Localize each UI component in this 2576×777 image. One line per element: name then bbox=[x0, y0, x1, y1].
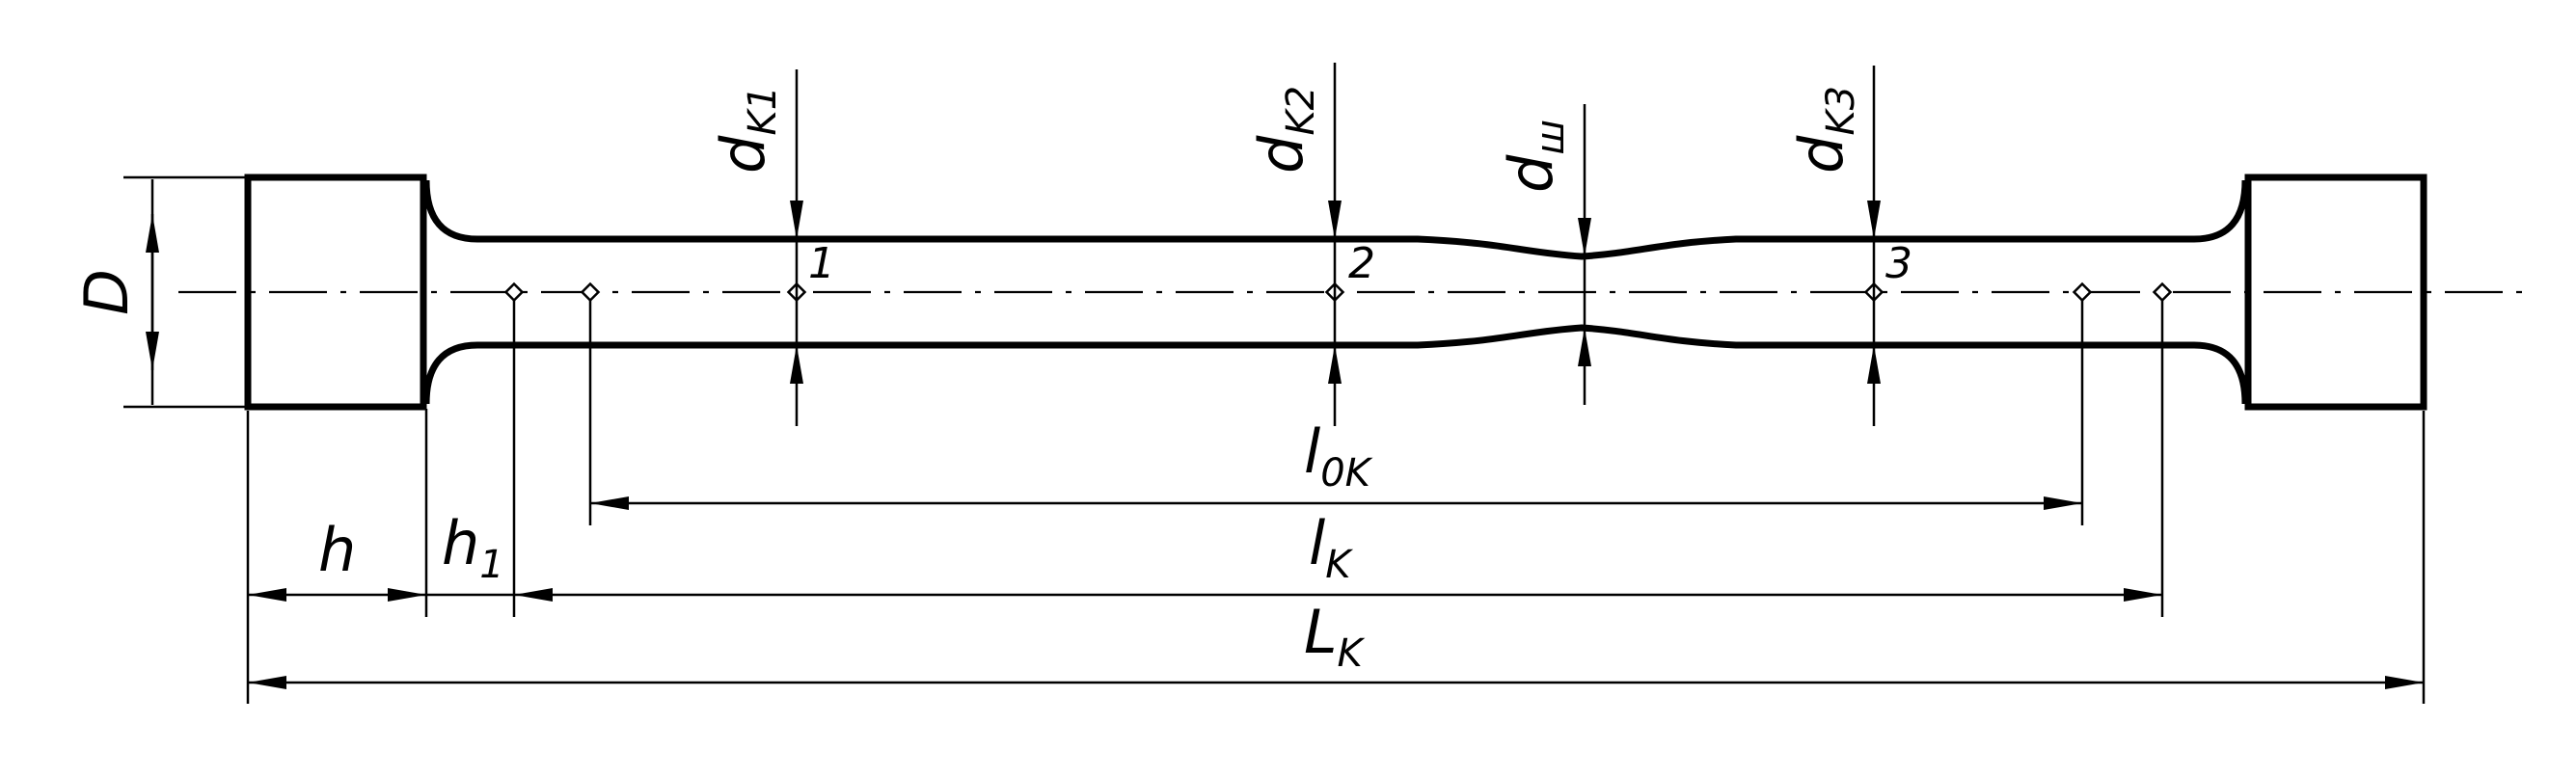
gauge-mark bbox=[2152, 281, 2173, 303]
head-and-gauge-dimension: h h1 lK bbox=[248, 508, 2162, 602]
section-neck: dш bbox=[1496, 104, 1591, 405]
point-number-3: 3 bbox=[1885, 239, 1912, 288]
total-length-label: LK bbox=[1304, 597, 1366, 676]
dk2-label: dK2 bbox=[1246, 86, 1323, 174]
initial-gauge-length-dimension: l0K bbox=[590, 416, 2082, 510]
right-grip-head bbox=[2244, 174, 2427, 411]
left-grip-head bbox=[244, 174, 427, 411]
head-length-label: h bbox=[318, 515, 356, 585]
extension-lines bbox=[246, 299, 2426, 704]
final-gauge-length-label: lK bbox=[1309, 508, 1353, 587]
gauge-mark bbox=[2072, 281, 2093, 303]
dk3-label: dK3 bbox=[1786, 86, 1863, 174]
diameter-label: D bbox=[71, 269, 142, 315]
dk1-label: dK1 bbox=[708, 86, 785, 174]
gauge-mark bbox=[503, 281, 525, 303]
initial-gauge-length-label: l0K bbox=[1304, 416, 1373, 496]
diameter-dimension: D bbox=[71, 175, 246, 409]
transition-length-label: h1 bbox=[442, 508, 504, 587]
section-dk1: dK1 1 bbox=[708, 69, 835, 426]
total-length-dimension: LK bbox=[248, 597, 2424, 689]
neck-label: dш bbox=[1496, 120, 1573, 193]
point-number-1: 1 bbox=[808, 239, 835, 288]
section-dk3: dK3 3 bbox=[1786, 66, 1912, 426]
section-dk2: dK2 2 bbox=[1246, 63, 1375, 426]
point-number-2: 2 bbox=[1348, 239, 1375, 288]
gauge-mark bbox=[580, 281, 601, 303]
